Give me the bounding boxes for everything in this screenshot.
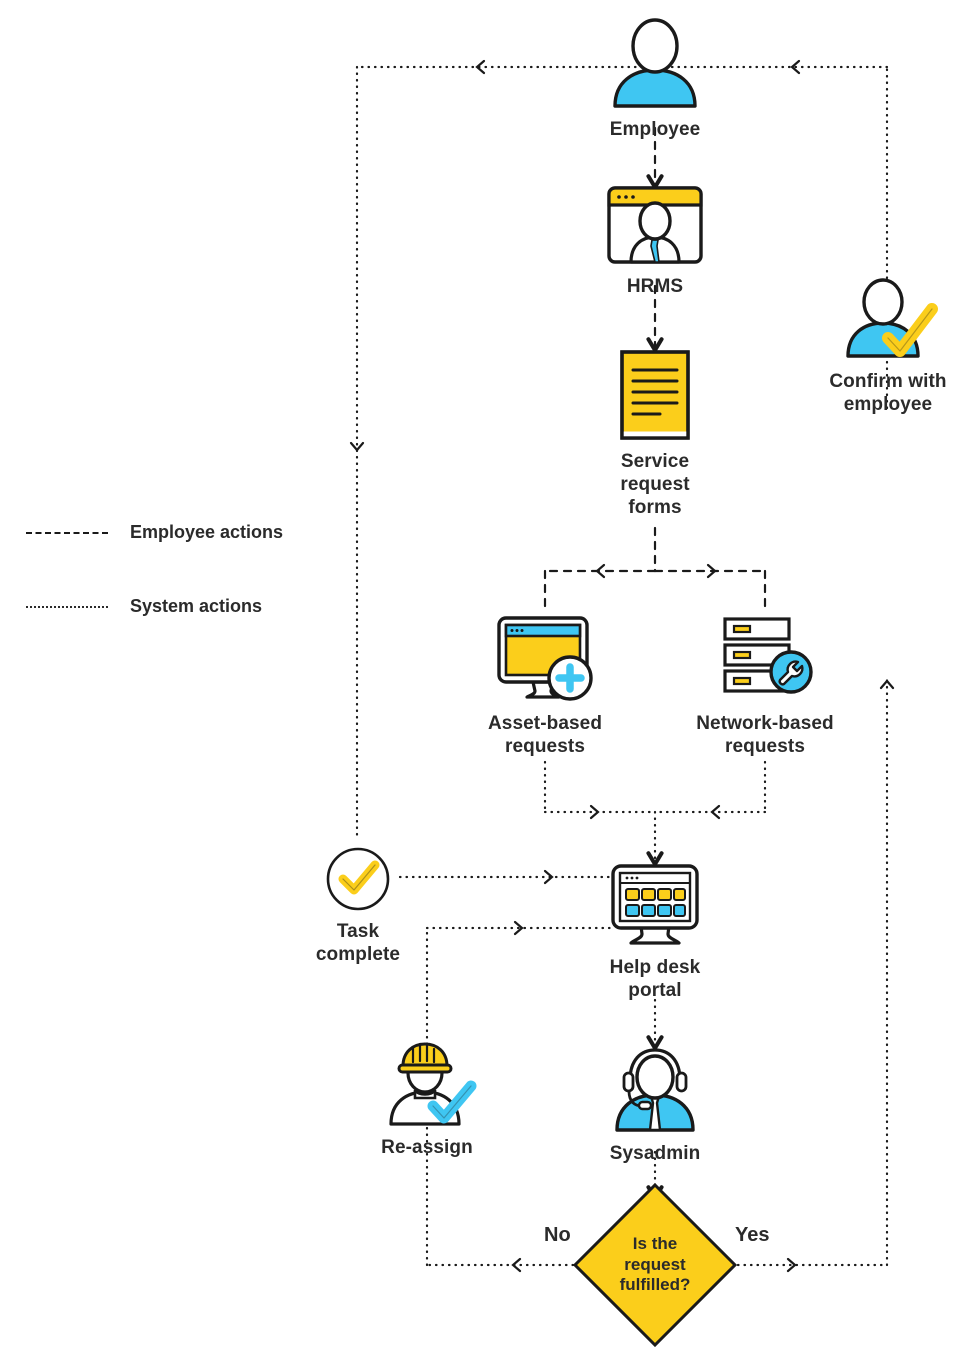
node-hrms[interactable]: HRMS (585, 185, 725, 298)
merge-arrow-left (589, 804, 600, 820)
branch-arrow-left (595, 563, 606, 579)
edge-requests-portal (543, 760, 767, 867)
node-network-based-requests[interactable]: Network-based requests (685, 612, 845, 758)
node-label-confirm-with-employee: Confirm with employee (829, 371, 947, 416)
edge-confirm-employee-return (653, 65, 889, 1112)
decision-diamond-icon (572, 1182, 738, 1348)
decision-no-arrow (511, 1257, 522, 1273)
edge-decision-yes-confirm (736, 1108, 889, 1267)
person-check-icon (846, 278, 938, 358)
worker-check-icon (389, 1042, 477, 1126)
node-help-desk-portal[interactable]: Help desk portal (585, 862, 725, 1002)
confirm-return-arrow (790, 59, 801, 75)
legend-label-employee-actions: Employee actions (130, 522, 284, 542)
legend-item-employee-actions: Employee actions (26, 522, 283, 543)
document-form-icon (620, 350, 690, 440)
branch-label-no: No (544, 1224, 571, 1246)
node-label-help-desk-portal: Help desk portal (609, 957, 701, 1002)
decision-yes-arrow (786, 1257, 797, 1273)
node-label-sysadmin: Sysadmin (609, 1143, 701, 1164)
legend-dashed-line-icon (26, 531, 108, 534)
node-label-service-request-forms: Service request forms (620, 451, 690, 519)
headset-person-icon (615, 1048, 695, 1132)
node-service-request-forms[interactable]: Service request forms (585, 348, 725, 520)
check-circle-icon (326, 847, 390, 911)
node-employee[interactable]: Employee (585, 18, 725, 141)
legend-item-system-actions: System actions (26, 596, 262, 617)
portal-monitor-icon (611, 864, 699, 945)
merge-arrow-right (710, 804, 721, 820)
node-asset-based-requests[interactable]: Asset-based requests (472, 612, 618, 758)
employee-down-arrow (349, 441, 365, 452)
reassign-portal-arrow (513, 920, 524, 936)
branch-label-yes: Yes (735, 1224, 770, 1246)
node-confirm-with-employee[interactable]: Confirm with employee (808, 276, 966, 416)
employee-person-icon (613, 18, 697, 108)
node-label-asset-based-requests: Asset-based requests (487, 713, 603, 758)
hrms-browser-person-icon (607, 186, 703, 264)
employee-left-arrow (475, 59, 486, 75)
edge-service-forms-branch (543, 526, 767, 614)
legend-dotted-line-icon (26, 605, 108, 608)
node-re-assign[interactable]: Re-assign (357, 1040, 497, 1159)
node-label-task-complete: Task complete (315, 921, 401, 966)
decision-request-fulfilled[interactable]: Is the request fulfilled? (570, 1180, 740, 1350)
node-label-employee: Employee (609, 119, 701, 140)
node-label-re-assign: Re-assign (381, 1137, 473, 1158)
task-complete-arrow (543, 869, 554, 885)
node-task-complete[interactable]: Task complete (288, 846, 428, 966)
node-label-network-based-requests: Network-based requests (696, 713, 834, 758)
server-wrench-icon (723, 617, 813, 694)
branch-arrow-right (706, 563, 717, 579)
monitor-plus-icon (497, 616, 593, 701)
node-sysadmin[interactable]: Sysadmin (585, 1046, 725, 1165)
legend-label-system-actions: System actions (130, 596, 263, 616)
node-label-hrms: HRMS (626, 276, 684, 297)
